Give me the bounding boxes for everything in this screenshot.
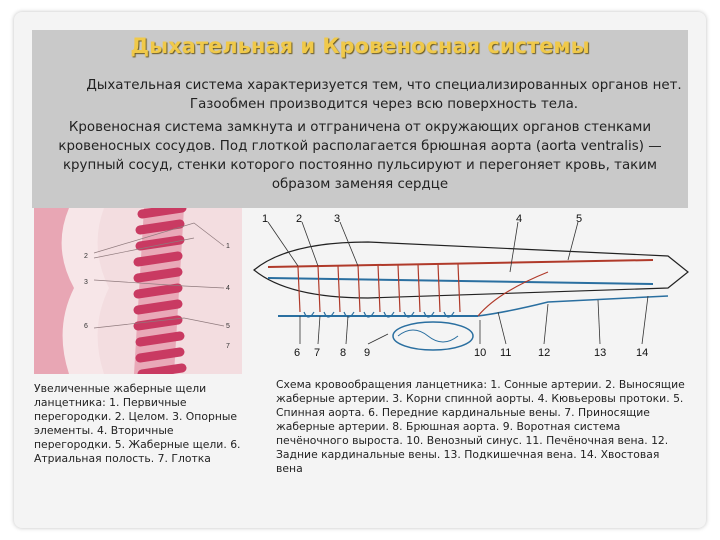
diagram-top-number-3: 3 [334,213,340,225]
photo-label-5: 5 [226,323,230,330]
diagram-bottom-number-14: 14 [636,347,648,359]
slide-title: Дыхательная и Кровеносная системы [130,34,590,58]
photo-label-7: 7 [226,343,230,350]
diagram-top-number-2: 2 [296,213,302,225]
diagram-bottom-number-8: 8 [340,347,346,359]
circulatory-paragraph: Кровеносная система замкнута и отграниче… [58,120,662,192]
diagram-top-number-5: 5 [576,213,582,225]
diagram-bottom-number-6: 6 [294,347,300,359]
diagram-bottom-number-10: 10 [474,347,486,359]
photo-label-6: 6 [84,323,88,330]
text-panel [32,30,688,208]
diagram-caption: Схема кровообращения ланцетника: 1. Сонн… [276,378,685,475]
circulation-diagram: 1 2 3 4 5 6 7 8 9 10 11 12 13 14 [248,212,694,362]
photo-label-2: 2 [84,253,88,260]
gill-slits-photo: 1 2 3 4 5 6 7 [34,208,242,374]
diagram-bottom-number-13: 13 [594,347,606,359]
diagram-bottom-number-9: 9 [364,347,370,359]
diagram-top-number-4: 4 [516,213,522,225]
respiratory-paragraph: Дыхательная система характеризуется тем,… [86,78,682,112]
photo-caption: Увеличенные жаберные щели ланцетника: 1.… [34,382,241,465]
diagram-bottom-number-11: 11 [500,347,511,359]
diagram-bottom-number-12: 12 [538,347,550,359]
photo-label-1: 1 [226,243,230,250]
diagram-top-number-1: 1 [262,213,268,225]
photo-label-3: 3 [84,279,88,286]
diagram-bottom-number-7: 7 [314,347,320,359]
photo-label-4: 4 [226,285,230,292]
